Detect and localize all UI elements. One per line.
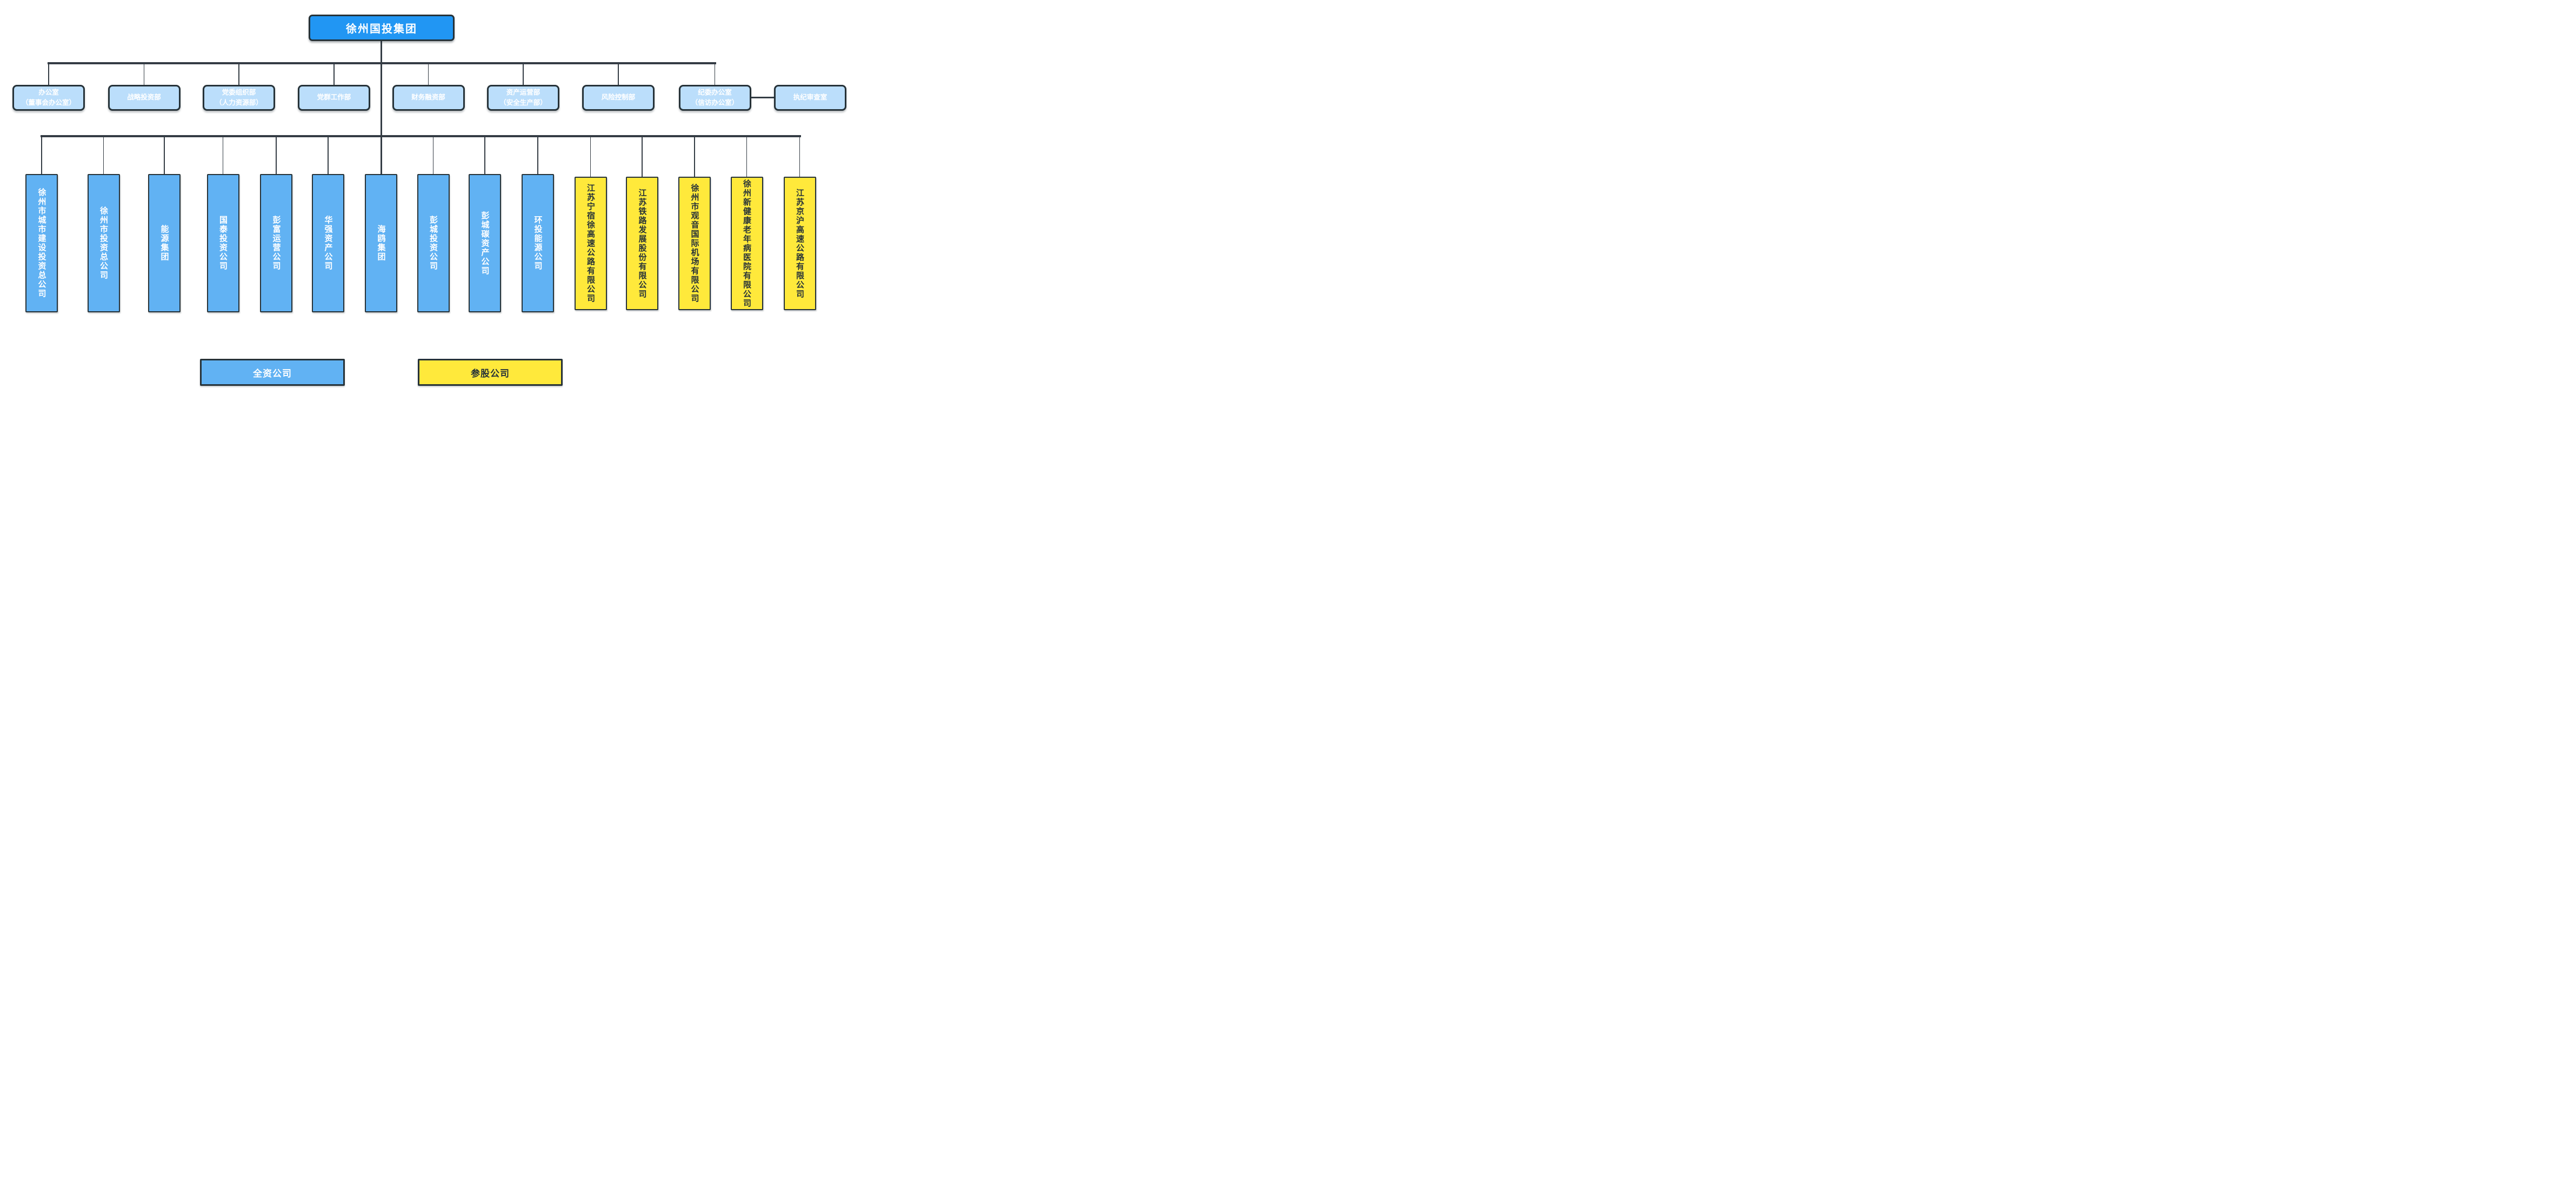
connector-drop (164, 136, 165, 174)
connector-drop (333, 63, 335, 85)
company-node-wholly: 彭城碳资产公司 (469, 174, 501, 312)
department-node-asset-operation: 资产运营部 （安全生产部） (487, 85, 559, 111)
connector-drop (381, 136, 382, 174)
connector-drop (746, 136, 748, 177)
company-node-wholly: 环投能源公司 (522, 174, 554, 312)
connector-company-bus (41, 135, 801, 137)
company-node-wholly: 徐州市城市建设投资总公司 (25, 174, 58, 312)
department-label: 党群工作部 (317, 93, 351, 102)
connector-drop (222, 136, 224, 174)
company-label: 国泰投资公司 (218, 216, 228, 271)
department-label: 风险控制部 (601, 93, 636, 102)
legend-wholly-owned: 全资公司 (200, 359, 345, 386)
connector-drop (484, 136, 485, 174)
company-node-wholly: 华强资产公司 (312, 174, 344, 312)
department-node-risk-control: 风险控制部 (582, 85, 655, 111)
company-label: 徐州新健康老年病医院有限公司 (742, 179, 751, 308)
company-label: 彭富运营公司 (271, 216, 281, 271)
connector-drop (432, 136, 434, 174)
department-sublabel: （董事会办公室） (21, 99, 76, 106)
company-node-invested: 江苏宁宿徐高速公路有限公司 (574, 177, 607, 310)
department-sublabel: （安全生产部） (499, 99, 547, 106)
company-label: 徐州市投资总公司 (99, 206, 108, 280)
connector-drop (523, 63, 524, 85)
company-label: 环投能源公司 (533, 216, 543, 271)
connector-drop (428, 63, 429, 85)
connector-drop (328, 136, 329, 174)
department-label: 资产运营部 (506, 88, 540, 96)
connector-drop (41, 136, 42, 174)
connector-discipline-link (751, 97, 774, 98)
company-label: 徐州市观音国际机场有限公司 (690, 184, 699, 303)
department-label: 财务融资部 (411, 93, 445, 102)
connector-drop (714, 63, 716, 85)
connector-drop (103, 136, 104, 174)
connector-drop (799, 136, 800, 177)
company-node-wholly: 彭城投资公司 (417, 174, 450, 312)
connector-drop (694, 136, 695, 177)
company-label: 江苏宁宿徐高速公路有限公司 (586, 184, 595, 303)
company-node-wholly: 徐州市投资总公司 (87, 174, 120, 312)
department-node-finance: 财务融资部 (392, 85, 465, 111)
department-node-discipline-office: 纪委办公室 （信访办公室） (678, 85, 751, 111)
company-label: 海鸥集团 (376, 225, 386, 262)
legend-invested: 参股公司 (418, 359, 563, 386)
company-label: 江苏铁路发展股份有限公司 (637, 188, 647, 299)
company-node-wholly: 海鸥集团 (365, 174, 397, 312)
department-node-office: 办公室 （董事会办公室） (12, 85, 85, 111)
department-label: 党委组织部 (222, 88, 256, 96)
department-label: 执纪审查室 (793, 93, 827, 102)
department-sublabel: （信访办公室） (691, 99, 739, 106)
root-label: 徐州国投集团 (346, 23, 417, 35)
company-node-invested: 江苏铁路发展股份有限公司 (626, 177, 658, 310)
company-node-invested: 江苏京沪高速公路有限公司 (783, 177, 816, 310)
company-node-wholly: 国泰投资公司 (206, 174, 239, 312)
connector-drop (143, 63, 145, 85)
company-label: 徐州市城市建设投资总公司 (37, 188, 46, 298)
department-node-party-mass-work: 党群工作部 (298, 85, 370, 111)
connector-drop (590, 136, 591, 177)
connector-drop (537, 136, 538, 174)
legend-wholly-owned-label: 全资公司 (253, 368, 292, 379)
company-label: 江苏京沪高速公路有限公司 (795, 188, 804, 299)
department-node-discipline-review: 执纪审查室 (774, 85, 846, 111)
department-label: 纪委办公室 (698, 88, 732, 96)
connector-drop (48, 63, 49, 85)
company-node-wholly: 能源集团 (148, 174, 181, 312)
connector-drop (276, 136, 277, 174)
org-chart: 徐州国投集团 办公室 （董事会办公室） 战略投资部 党委组织部 （人力资源部） … (0, 0, 859, 399)
connector-trunk (380, 41, 382, 176)
connector-drop (618, 63, 619, 85)
company-label: 彭城投资公司 (429, 216, 438, 271)
root-node: 徐州国投集团 (309, 15, 455, 41)
company-label: 华强资产公司 (323, 216, 333, 271)
department-label: 办公室 (38, 88, 59, 96)
company-node-wholly: 彭富运营公司 (260, 174, 292, 312)
company-node-invested: 徐州新健康老年病医院有限公司 (730, 177, 763, 310)
department-node-strategy-investment: 战略投资部 (108, 85, 181, 111)
connector-drop (238, 63, 239, 85)
company-node-invested: 徐州市观音国际机场有限公司 (678, 177, 711, 310)
connector-drop (642, 136, 643, 177)
department-label: 战略投资部 (127, 93, 161, 102)
department-node-party-organization: 党委组织部 （人力资源部） (203, 85, 275, 111)
legend-invested-label: 参股公司 (471, 368, 510, 379)
connector-department-bus (48, 62, 716, 64)
department-sublabel: （人力资源部） (215, 99, 263, 106)
company-label: 能源集团 (159, 225, 169, 262)
company-label: 彭城碳资产公司 (480, 211, 490, 276)
